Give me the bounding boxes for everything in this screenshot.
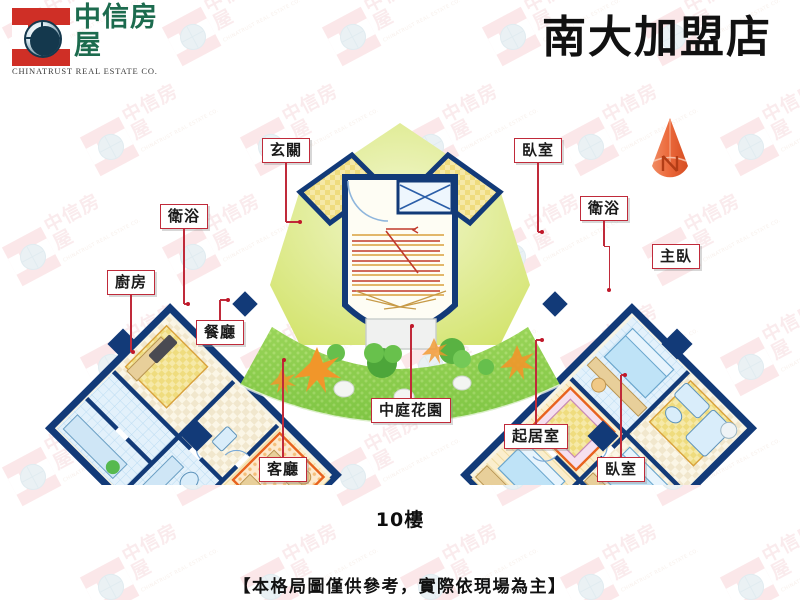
leader-line-bathroom-left xyxy=(183,229,185,304)
leader-dot-bathroom-right xyxy=(607,288,611,292)
room-label-dining: 餐廳 xyxy=(196,320,245,345)
leader-line-entrance xyxy=(285,163,287,222)
logo-globe-icon xyxy=(24,20,62,58)
leader-jog-bathroom-right xyxy=(604,246,609,248)
leader-dot-bathroom-left xyxy=(186,302,190,306)
leader-dot-living xyxy=(282,358,286,362)
leader-dot-bedroom-low xyxy=(623,373,627,377)
room-label-kitchen: 廚房 xyxy=(107,270,156,295)
leader-line-bathroom-right xyxy=(603,221,605,246)
leader-line2-bathroom-right xyxy=(609,246,611,290)
room-label-master-bed: 主臥 xyxy=(652,244,701,269)
leader-dot-entrance xyxy=(298,220,302,224)
room-label-courtyard: 中庭花園 xyxy=(371,398,452,423)
leader-line-dining xyxy=(219,300,221,320)
leader-line-bedroom-top xyxy=(537,163,539,232)
room-label-bedroom-low: 臥室 xyxy=(597,457,646,482)
room-label-bathroom-left: 衛浴 xyxy=(160,204,209,229)
brand-name-cn: 中信房屋 xyxy=(74,2,158,61)
leader-dot-dining xyxy=(226,298,230,302)
leader-jog-entrance xyxy=(286,221,300,223)
room-label-entrance: 玄關 xyxy=(262,138,311,163)
brand-logo: 中信房屋 CHINATRUST REAL ESTATE CO. xyxy=(8,2,178,78)
leader-line-family-room xyxy=(535,340,537,424)
leader-dot-family-room xyxy=(540,338,544,342)
floor-plan-drawing xyxy=(0,95,800,600)
room-label-bathroom-right: 衛浴 xyxy=(580,196,629,221)
leader-line-courtyard xyxy=(410,326,412,398)
floor-number: 10樓 xyxy=(375,509,425,531)
north-arrow-icon xyxy=(648,116,692,178)
brand-name-en: CHINATRUST REAL ESTATE CO. xyxy=(12,66,158,76)
room-label-living: 客廳 xyxy=(259,457,308,482)
leader-line-bedroom-low xyxy=(620,375,622,457)
leader-jog-family-room xyxy=(536,339,542,341)
room-label-family-room: 起居室 xyxy=(504,424,569,449)
store-title: 南大加盟店 xyxy=(542,12,772,63)
leader-line-kitchen xyxy=(130,295,132,352)
leader-dot-kitchen xyxy=(131,350,135,354)
room-label-bedroom-top: 臥室 xyxy=(514,138,563,163)
disclaimer-text: 【本格局圖僅供參考，實際依現場為主】 xyxy=(233,577,567,597)
leader-line-living xyxy=(282,360,284,457)
leader-dot-courtyard xyxy=(410,324,414,328)
leader-jog-dining xyxy=(220,299,228,301)
leader-dot-bedroom-top xyxy=(540,230,544,234)
